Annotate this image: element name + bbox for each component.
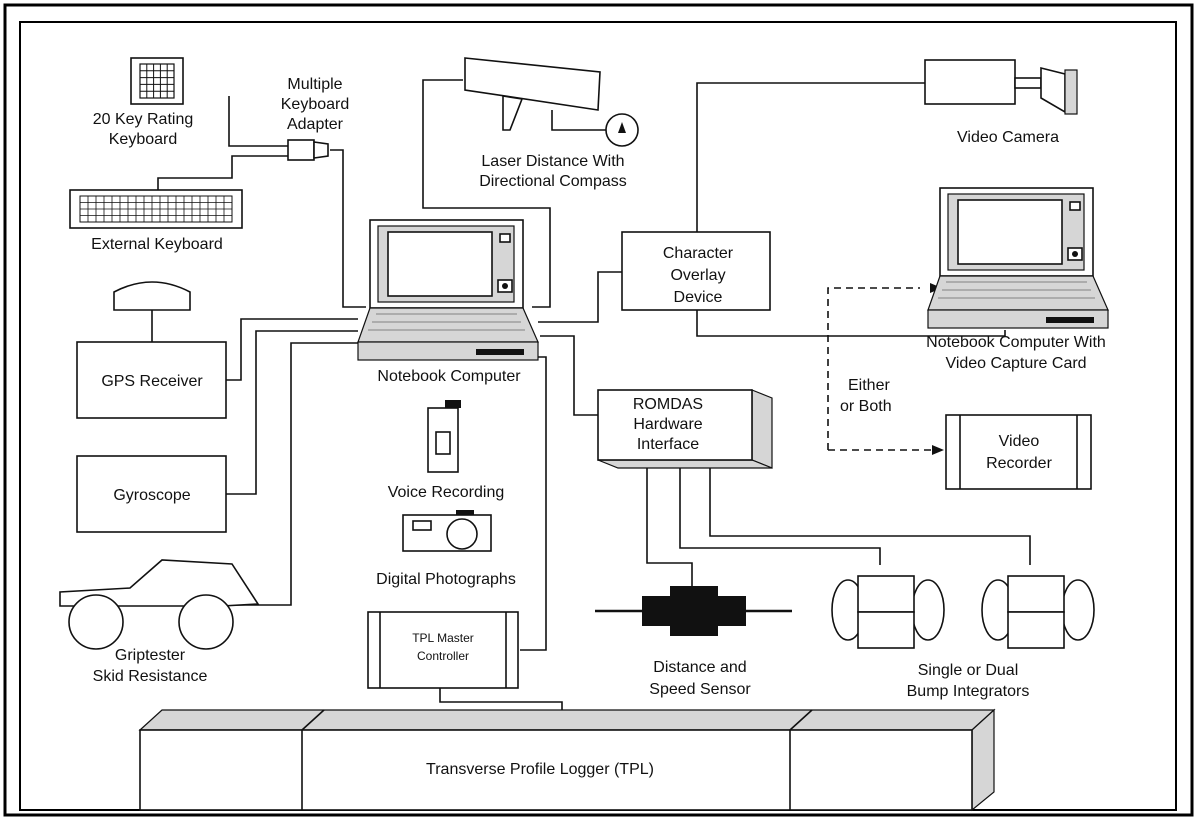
digital-photographs-label: Digital Photographs bbox=[376, 571, 516, 588]
video-recorder-box bbox=[945, 414, 1092, 490]
either-or-both-connector bbox=[827, 283, 944, 455]
gps-receiver-label: GPS Receiver bbox=[101, 373, 203, 390]
gps-antenna-icon bbox=[113, 281, 191, 311]
bump-integrator-icon bbox=[831, 575, 945, 649]
griptester-vehicle-icon bbox=[59, 559, 260, 650]
video-camera-label: Video Camera bbox=[957, 129, 1059, 146]
notebook-video-capture-icon bbox=[927, 187, 1109, 329]
voice-recorder-icon bbox=[427, 400, 461, 473]
tpl-label: Transverse Profile Logger (TPL) bbox=[426, 761, 654, 778]
outer-border bbox=[3, 3, 1194, 817]
external-keyboard-label: External Keyboard bbox=[91, 236, 223, 253]
key-rating-keyboard-icon bbox=[130, 57, 184, 105]
gps-receiver-box bbox=[76, 341, 227, 419]
external-keyboard-icon bbox=[69, 189, 243, 229]
character-overlay-box bbox=[621, 231, 771, 311]
tpl-logger-bar bbox=[138, 708, 996, 812]
gyroscope-box bbox=[76, 455, 227, 533]
voice-recording-label: Voice Recording bbox=[388, 484, 505, 501]
gyroscope-label: Gyroscope bbox=[113, 487, 190, 504]
romdas-interface-box bbox=[597, 389, 773, 469]
keyboard-adapter-icon bbox=[287, 139, 329, 161]
notebook-computer-icon bbox=[357, 219, 539, 361]
distance-speed-sensor-icon bbox=[595, 586, 792, 636]
video-camera-icon bbox=[924, 59, 1078, 115]
tpl-master-controller-box bbox=[367, 611, 519, 689]
connection-lines bbox=[151, 79, 1031, 714]
laser-distance-icon bbox=[464, 57, 601, 131]
notebook-computer-label: Notebook Computer bbox=[377, 368, 521, 385]
compass-icon bbox=[605, 113, 639, 147]
bump-integrator-icon bbox=[981, 575, 1095, 649]
digital-camera-icon bbox=[402, 510, 492, 552]
